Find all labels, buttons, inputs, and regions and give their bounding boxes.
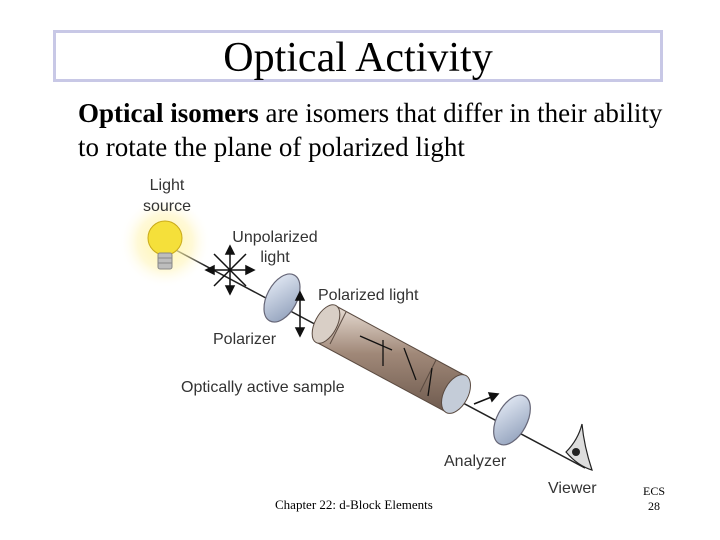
- slide-title: Optical Activity: [223, 35, 493, 81]
- label-light-source-line1: Light: [150, 177, 185, 194]
- label-unpolarized-line2: light: [260, 249, 290, 266]
- rotated-arrow-icon: [473, 392, 500, 405]
- polarized-arrow-icon: [294, 290, 306, 338]
- label-viewer: Viewer: [548, 480, 597, 497]
- label-light-source-line2: source: [143, 198, 191, 215]
- polarizer-lens: [263, 273, 301, 323]
- body-bold-term: Optical isomers: [78, 98, 259, 128]
- label-polarized-light: Polarized light: [318, 287, 419, 304]
- body-text: Optical isomers are isomers that differ …: [78, 96, 678, 164]
- course-code: ECS: [642, 484, 665, 498]
- title-box: Optical Activity: [53, 30, 663, 82]
- footer-chapter: Chapter 22: d-Block Elements: [275, 497, 433, 512]
- sample-tube: [311, 304, 471, 414]
- body-definition: are isomers that differ in their ability…: [78, 98, 663, 162]
- light-bulb-icon: [147, 220, 183, 270]
- unpolarized-arrows-icon: [204, 244, 256, 296]
- label-analyzer: Analyzer: [444, 453, 507, 470]
- page-number: 28: [648, 499, 660, 513]
- slide-number: ECS 28: [638, 484, 670, 514]
- analyzer-lens: [493, 394, 531, 446]
- label-unpolarized-line1: Unpolarized: [232, 229, 317, 246]
- label-polarizer: Polarizer: [213, 331, 277, 348]
- rotating-polarization-arrows-icon: [359, 335, 433, 397]
- viewer-eye-icon: [565, 423, 593, 471]
- label-optically-active-sample: Optically active sample: [181, 379, 345, 396]
